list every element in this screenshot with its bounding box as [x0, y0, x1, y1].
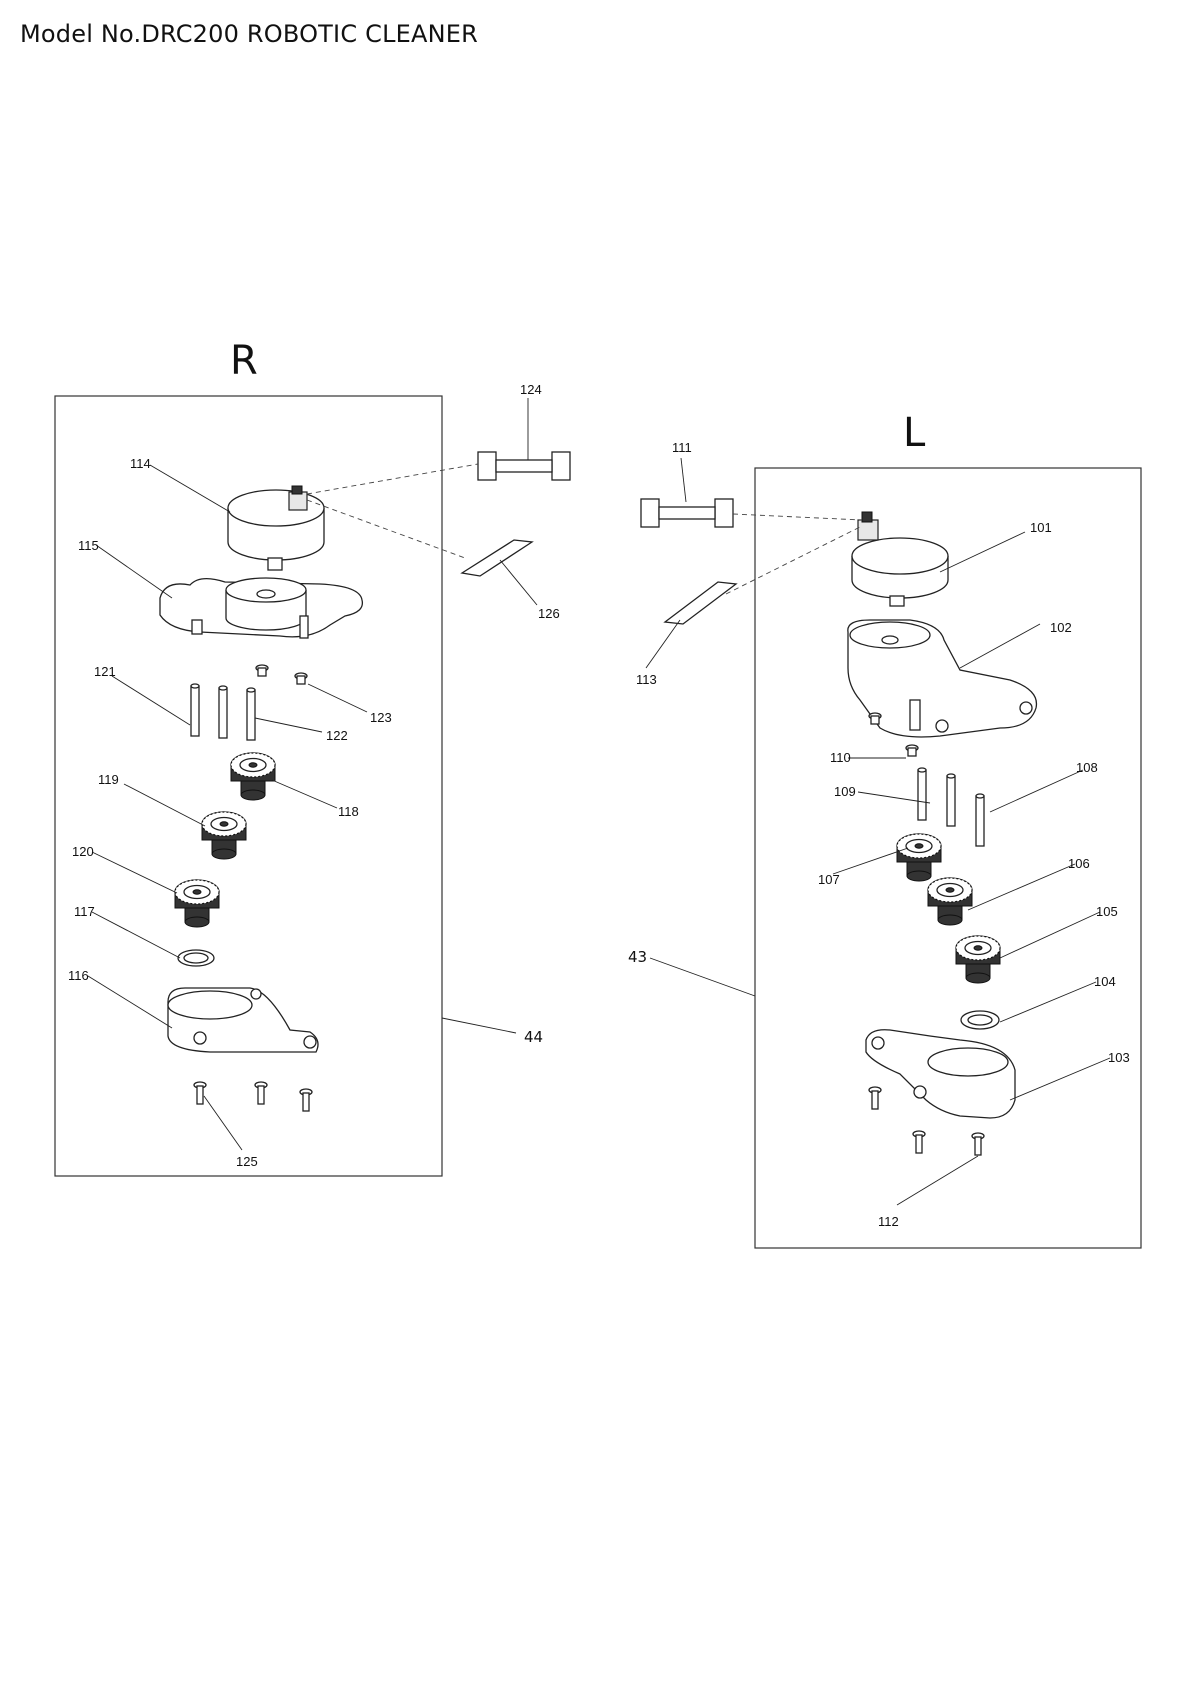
part-label-124: 124	[520, 382, 542, 397]
part-114-motor	[227, 485, 325, 571]
part-110-screw	[868, 712, 882, 725]
part-label-123: 123	[370, 710, 392, 725]
part-112-screw	[912, 1130, 926, 1154]
part-103-lower-housing	[865, 1029, 1016, 1119]
part-label-126: 126	[538, 606, 560, 621]
part-label-114: 114	[130, 456, 151, 471]
part-label-109: 109	[834, 784, 856, 799]
part-label-118: 118	[338, 804, 359, 819]
part-115-upper-housing	[159, 577, 364, 639]
assembly-label-43: 43	[628, 948, 647, 966]
part-118-gear	[230, 752, 276, 801]
part-104-washer	[960, 1010, 1000, 1030]
part-label-120: 120	[72, 844, 94, 859]
part-label-116: 116	[68, 968, 89, 983]
assembly-label-44: 44	[524, 1028, 543, 1046]
part-123-screw	[255, 664, 269, 677]
part-112-screw	[971, 1132, 985, 1156]
part-label-106: 106	[1068, 856, 1090, 871]
part-122-pin	[218, 685, 228, 739]
part-101-motor	[851, 511, 949, 607]
part-111-connector	[640, 498, 734, 528]
part-label-111: 111	[672, 440, 692, 455]
part-119-gear	[201, 811, 247, 860]
assembly-frame-l	[754, 467, 1142, 1249]
part-123-screw	[294, 672, 308, 685]
part-121-pin	[190, 683, 200, 737]
part-label-113: 113	[636, 672, 657, 687]
part-110-screw	[905, 744, 919, 757]
part-120-gear	[174, 879, 220, 928]
part-124-connector	[477, 451, 571, 481]
part-108-pin	[975, 793, 985, 847]
part-125-screw	[254, 1081, 268, 1105]
section-label-r: R	[230, 338, 258, 384]
part-105-gear	[955, 935, 1001, 984]
page-title: Model No.DRC200 ROBOTIC CLEANER	[20, 20, 479, 48]
part-label-125: 125	[236, 1154, 258, 1169]
part-label-119: 119	[98, 772, 119, 787]
part-113-strip	[663, 581, 738, 625]
part-label-105: 105	[1096, 904, 1118, 919]
part-112-screw	[868, 1086, 882, 1110]
part-125-screw	[299, 1088, 313, 1112]
part-label-108: 108	[1076, 760, 1098, 775]
assembly-frame-r	[54, 395, 443, 1177]
part-107-gear	[896, 833, 942, 882]
part-122-pin	[246, 687, 256, 741]
part-label-102: 102	[1050, 620, 1072, 635]
part-label-104: 104	[1094, 974, 1116, 989]
part-label-122: 122	[326, 728, 348, 743]
part-label-107: 107	[818, 872, 840, 887]
part-label-121: 121	[94, 664, 116, 679]
part-109-pin	[917, 767, 927, 821]
part-label-115: 115	[78, 538, 99, 553]
part-125-screw	[193, 1081, 207, 1105]
part-label-103: 103	[1108, 1050, 1130, 1065]
part-label-117: 117	[74, 904, 95, 919]
part-116-lower-housing	[167, 987, 319, 1053]
part-102-upper-housing	[847, 619, 1038, 738]
section-label-l: L	[903, 410, 926, 456]
part-label-112: 112	[878, 1214, 899, 1229]
part-label-101: 101	[1030, 520, 1052, 535]
part-label-110: 110	[830, 750, 851, 765]
part-126-strip	[460, 539, 534, 577]
part-106-gear	[927, 877, 973, 926]
part-109-pin	[946, 773, 956, 827]
part-117-washer	[177, 949, 215, 967]
